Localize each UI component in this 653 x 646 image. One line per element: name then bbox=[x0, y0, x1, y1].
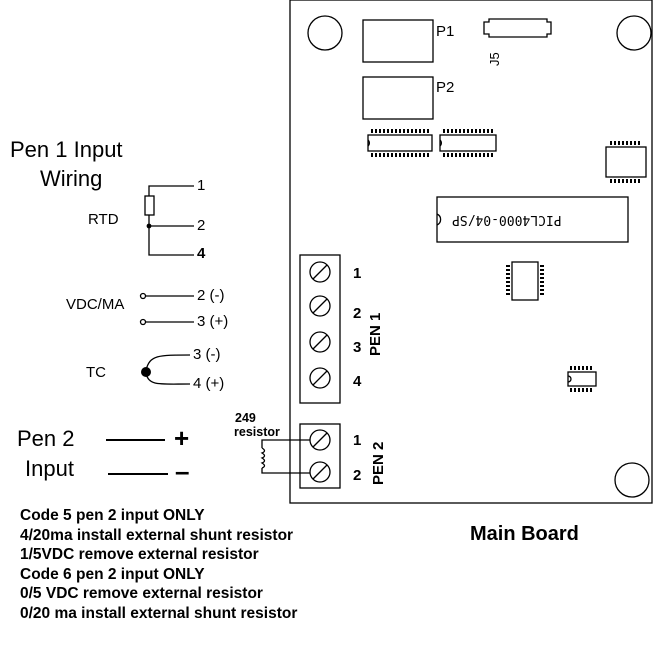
vdc-terminal-3: 3 (+) bbox=[197, 313, 229, 330]
minus-sign: – bbox=[175, 456, 190, 486]
note-line: 1/5VDC remove external resistor bbox=[20, 546, 259, 564]
p2-label: P2 bbox=[436, 79, 455, 96]
p2-connector bbox=[362, 76, 434, 120]
pic-chip-label: PICL4000-04/SP bbox=[452, 212, 562, 227]
mounting-hole bbox=[616, 15, 652, 51]
pen1-title-line2: Wiring bbox=[40, 166, 103, 191]
tc-terminal-3: 3 (-) bbox=[193, 346, 221, 363]
pen2-title-line2: Input bbox=[25, 456, 74, 481]
ic-chip-small bbox=[567, 371, 597, 387]
pen2-terminal-block bbox=[299, 423, 341, 489]
resistor-value: 249 bbox=[235, 411, 256, 425]
j5-label: J5 bbox=[487, 52, 502, 66]
main-board-outline bbox=[289, 0, 653, 504]
tc-terminal-4: 4 (+) bbox=[193, 375, 225, 392]
pen2-label: PEN 2 bbox=[370, 441, 387, 485]
p1-label: P1 bbox=[436, 23, 455, 40]
install-notes: Code 5 pen 2 input ONLY 4/20ma install e… bbox=[20, 506, 297, 624]
ic-chip bbox=[605, 146, 647, 178]
note-line: 0/5 VDC remove external resistor bbox=[20, 585, 263, 603]
pen1-terminal-3: 3 bbox=[353, 339, 362, 356]
pic-chip bbox=[436, 196, 629, 243]
j5-connector bbox=[483, 18, 552, 38]
vdc-terminal-2: 2 (-) bbox=[197, 287, 225, 304]
ic-chip-center bbox=[511, 261, 539, 301]
mounting-hole bbox=[614, 462, 650, 498]
rtd-terminal-2: 2 bbox=[197, 217, 206, 234]
main-board-caption: Main Board bbox=[470, 523, 579, 545]
mounting-hole bbox=[307, 15, 343, 51]
note-line: 4/20ma install external shunt resistor bbox=[20, 526, 294, 544]
tc-junction bbox=[141, 367, 151, 377]
pen1-title: Pen 1 Input bbox=[10, 137, 123, 162]
note-line: 0/20 ma install external shunt resistor bbox=[20, 604, 298, 622]
pen1-label: PEN 1 bbox=[367, 312, 384, 356]
rtd-terminal-1: 1 bbox=[197, 177, 206, 194]
rtd-sensor bbox=[144, 195, 155, 216]
tc-label: TC bbox=[86, 364, 106, 381]
plus-sign: + bbox=[174, 423, 190, 453]
rtd-terminal-4: 4 bbox=[197, 245, 206, 262]
pen2-terminal-2: 2 bbox=[353, 467, 362, 484]
ic-chip bbox=[367, 134, 433, 152]
pen1-terminal-block bbox=[299, 254, 341, 404]
ic-chip bbox=[439, 134, 497, 152]
note-line: Code 6 pen 2 input ONLY bbox=[20, 565, 205, 583]
pen1-terminal-4: 4 bbox=[353, 373, 362, 390]
pen1-terminal-2: 2 bbox=[353, 305, 362, 322]
pen2-terminal-1: 1 bbox=[353, 432, 362, 449]
p1-connector bbox=[362, 19, 434, 63]
note-line: Code 5 pen 2 input ONLY bbox=[20, 507, 205, 524]
vdc-label: VDC/MA bbox=[66, 296, 125, 313]
resistor-label: resistor bbox=[234, 425, 280, 439]
pen2-title: Pen 2 bbox=[17, 426, 75, 451]
rtd-label: RTD bbox=[88, 211, 119, 228]
pen1-terminal-1: 1 bbox=[353, 265, 362, 282]
